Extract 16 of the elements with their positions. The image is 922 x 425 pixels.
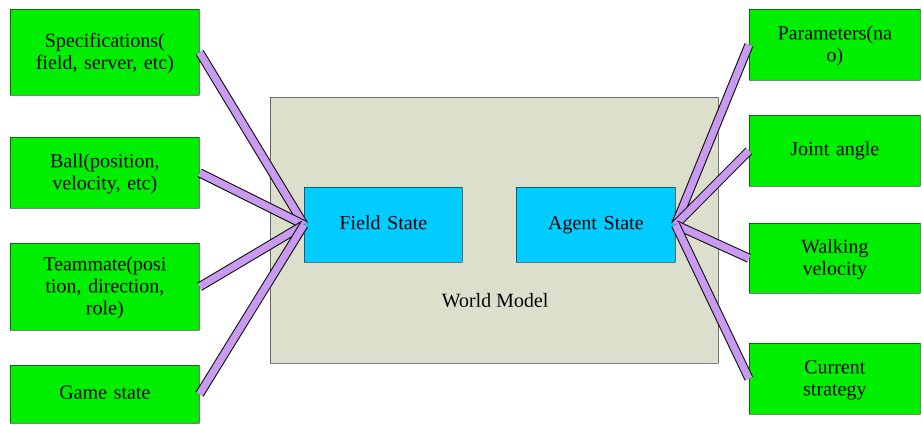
connector-bar — [196, 222, 308, 397]
input-box: Walking velocity — [749, 223, 921, 294]
input-box: Specifications( field, server, etc) — [10, 9, 200, 96]
input-box: Game state — [10, 364, 200, 424]
connector-bar — [197, 220, 306, 291]
input-box: Joint angle — [749, 115, 921, 187]
state-box: Agent State — [516, 187, 676, 263]
connector-bar — [674, 220, 751, 262]
connector-bar — [671, 43, 754, 227]
state-box: Field State — [304, 187, 463, 263]
input-box: Ball(position, velocity, etc) — [10, 137, 200, 209]
connector-bar — [671, 222, 754, 381]
input-box: Current strategy — [749, 343, 921, 415]
input-box: Teammate(posi tion, direction, role) — [10, 243, 200, 331]
connector-bar — [196, 50, 308, 228]
input-box: Parameters(na o) — [749, 9, 921, 81]
